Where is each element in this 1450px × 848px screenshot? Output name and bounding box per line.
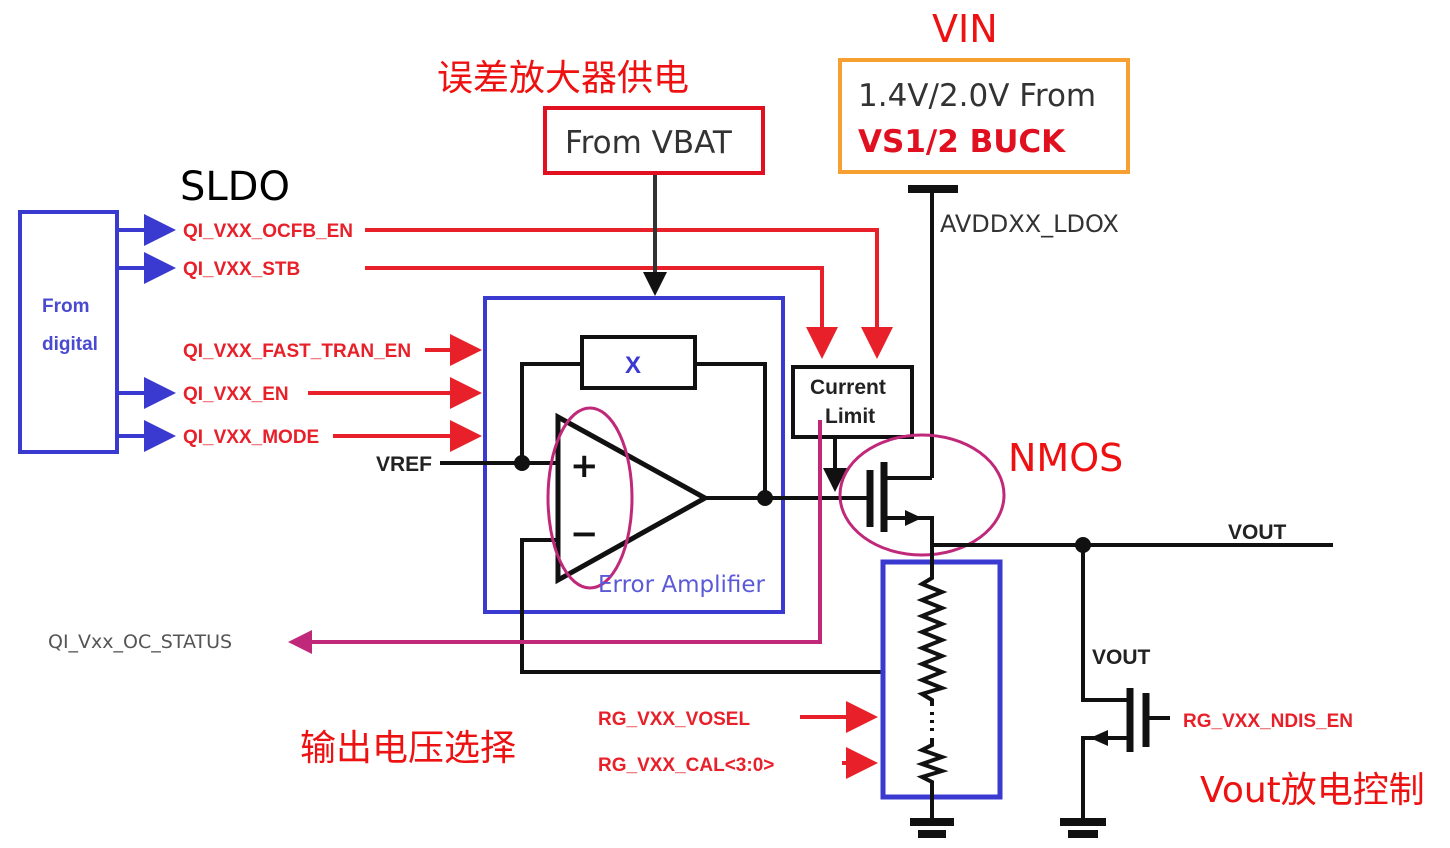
vin-source-line2: VS1/2 BUCK [858,124,1066,160]
discharge-nmos [1060,545,1170,838]
x-block-label: X [625,352,641,379]
from-vbat-label: From VBAT [565,125,733,161]
nmos-label: NMOS [1008,436,1123,480]
signal-ocfb-en: QI_VXX_OCFB_EN [183,221,353,242]
current-limit-block [791,365,914,439]
opamp-minus: − [570,514,599,554]
resistor-divider-block [880,559,1003,800]
signal-en: QI_VXX_EN [183,384,289,405]
vosel-cn-label: 输出电压选择 [300,728,516,769]
signal-cal: RG_VXX_CAL<3:0> [598,755,774,776]
vin-source-block [838,58,1130,174]
from-digital-label: digital [42,334,98,355]
error-amplifier-block [483,296,785,614]
current-limit-label: Current [810,376,886,399]
vin-label: VIN [932,7,998,51]
from-vbat-block [543,106,765,175]
discharge-cn-label: Vout放电控制 [1200,770,1425,811]
amp-wires [440,362,883,674]
from-digital-block [18,210,119,454]
red-signal-wires [308,228,893,452]
vin-source-line1: 1.4V/2.0V From [858,78,1096,114]
ea-supply-label: 误差放大器供电 [437,58,689,99]
vout-discharge-label: VOUT [1092,646,1151,669]
signal-fast-tran-en: QI_VXX_FAST_TRAN_EN [183,341,411,362]
vref-node [514,455,530,471]
current-limit-label: Limit [825,405,875,428]
signal-ndis-en: RG_VXX_NDIS_EN [1183,711,1353,732]
vout-label: VOUT [1228,521,1287,544]
opamp-symbol [555,412,711,585]
sldo-title: SLDO [180,164,290,210]
signal-mode: QI_VXX_MODE [183,427,319,448]
from-digital-label: From [42,296,90,317]
signal-stb: QI_VXX_STB [183,259,300,280]
amp-output-node [757,490,773,506]
resistor-divider [910,545,954,838]
error-amplifier-label: Error Amplifier [598,572,766,598]
opamp-plus: + [570,446,599,486]
pass-nmos [866,189,934,545]
avdd-label: AVDDXX_LDOX [940,210,1119,238]
signal-vosel: RG_VXX_VOSEL [598,709,750,730]
nmos-highlight [838,433,1006,557]
oc-status-label: QI_Vxx_OC_STATUS [48,631,232,653]
oc-status-wire [288,420,822,654]
vref-label: VREF [376,453,432,476]
input-highlight [546,406,634,590]
digital-arrows [117,214,176,452]
